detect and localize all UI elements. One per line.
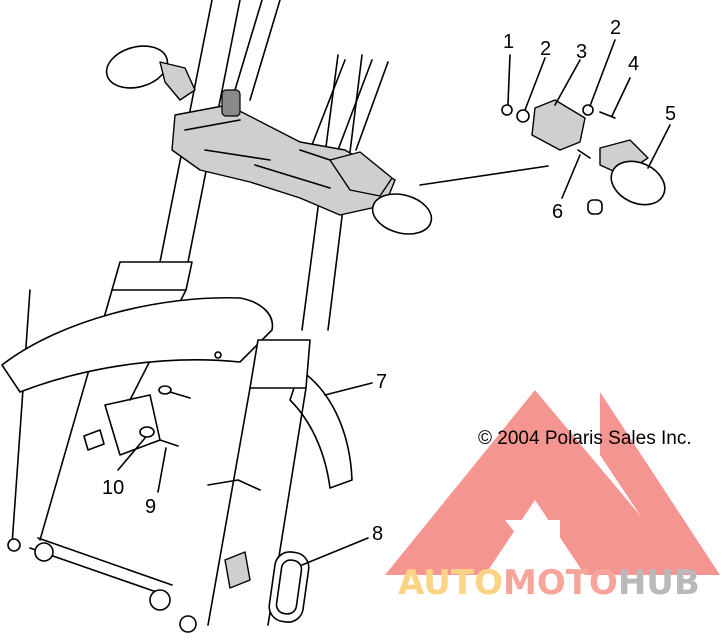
callout-7: 7 [376, 371, 387, 393]
watermark-brand: AUTOMOTOHUB [398, 563, 700, 603]
callout-6: 6 [552, 201, 563, 223]
callout-1: 1 [503, 31, 514, 53]
watermark-triangle [385, 390, 690, 575]
leader-lines [117, 39, 671, 566]
copyright-text: © 2004 Polaris Sales Inc. [478, 428, 692, 449]
front-fender [1, 296, 353, 489]
watermark-moto: MOTO [503, 563, 618, 603]
callout-5: 5 [665, 103, 676, 125]
watermark-logo: AUTOMOTOHUB [385, 390, 720, 603]
signal-assembly-exploded [501, 99, 666, 215]
left-turn-signal [105, 45, 196, 101]
front-axle [7, 537, 251, 633]
mounting-hardware [83, 385, 191, 456]
callout-10: 10 [102, 477, 124, 499]
callout-2a: 2 [540, 38, 551, 60]
watermark-auto: AUTO [398, 563, 503, 603]
callout-4: 4 [628, 53, 639, 75]
fender-reflector [268, 551, 310, 623]
callout-9: 9 [145, 496, 156, 518]
callout-8: 8 [372, 523, 383, 545]
fork-lower-left [11, 261, 193, 546]
callout-labels: 1 2 3 2 4 5 6 7 8 9 10 [102, 17, 676, 545]
callout-3: 3 [576, 41, 587, 63]
watermark-hub: HUB [618, 563, 700, 603]
triple-clamp [171, 89, 396, 216]
callout-2b: 2 [610, 17, 621, 39]
right-turn-signal-mounted [371, 193, 433, 235]
